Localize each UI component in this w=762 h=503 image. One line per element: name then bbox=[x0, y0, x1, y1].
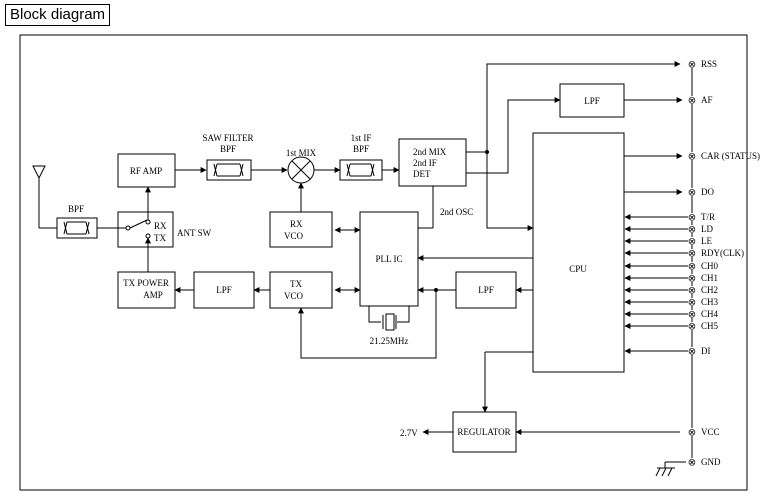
tx-power-amp-block bbox=[117, 271, 176, 309]
pin-label: CAR (STATUS) bbox=[701, 151, 760, 161]
pin-label: CH3 bbox=[701, 297, 719, 307]
pin-label: AF bbox=[701, 95, 713, 105]
mix2-if-label: 2nd IF bbox=[413, 158, 437, 168]
regulator-out-label: 2.7V bbox=[400, 428, 418, 438]
rx-vco-rx-label: RX bbox=[290, 219, 303, 229]
pin-label: LD bbox=[701, 224, 713, 234]
pin-terminal-icon: ⊗ bbox=[688, 322, 696, 333]
pin-terminal-icon: ⊗ bbox=[688, 262, 696, 273]
mix1-label: 1st MIX bbox=[286, 148, 317, 158]
pin-label: CH0 bbox=[701, 261, 719, 271]
pin-terminal-icon: ⊗ bbox=[688, 249, 696, 260]
antenna-icon bbox=[32, 165, 57, 229]
pin-ch2: ⊗ CH2 bbox=[688, 285, 718, 297]
pin-ld: ⊗ LD bbox=[688, 224, 714, 236]
ant-sw-label: ANT SW bbox=[177, 228, 212, 238]
pin-rdy-clk: ⊗ RDY(CLK) bbox=[688, 248, 744, 260]
cpu-block bbox=[532, 132, 625, 373]
pin-ch3: ⊗ CH3 bbox=[688, 297, 719, 309]
pin-terminal-icon: ⊗ bbox=[688, 286, 696, 297]
rx-vco-block bbox=[269, 211, 333, 248]
bpf-ant-filter bbox=[56, 217, 98, 239]
regulator-label: REGULATOR bbox=[457, 427, 510, 437]
ground-icon bbox=[655, 461, 686, 477]
tx-vco-vco-label: VCO bbox=[284, 291, 304, 301]
pin-label: RSS bbox=[701, 59, 717, 69]
pin-vcc: ⊗ VCC bbox=[688, 427, 720, 439]
if1-bpf-label: BPF bbox=[353, 144, 369, 154]
pin-gnd: ⊗ GND bbox=[688, 457, 721, 469]
pin-ch5: ⊗ CH5 bbox=[688, 321, 719, 333]
pin-ch4: ⊗ CH4 bbox=[688, 309, 719, 321]
lpf-pll-block bbox=[455, 271, 517, 309]
pin-label: CH2 bbox=[701, 285, 718, 295]
if1-label: 1st IF bbox=[351, 133, 372, 143]
lpf-af-block bbox=[559, 83, 625, 118]
pin-ch1: ⊗ CH1 bbox=[688, 273, 718, 285]
pin-terminal-icon: ⊗ bbox=[688, 152, 696, 163]
crystal-label: 21.25MHz bbox=[370, 336, 409, 346]
pin-le: ⊗ LE bbox=[688, 236, 713, 248]
tx-power-amp-amp-label: AMP bbox=[143, 290, 163, 300]
pin-di: ⊗ DI bbox=[688, 346, 711, 358]
rx-vco-vco-label: VCO bbox=[284, 231, 304, 241]
pin-label: DI bbox=[701, 346, 711, 356]
mix1-mixer-icon bbox=[287, 156, 315, 184]
saw-filter-label: SAW FILTER bbox=[202, 133, 253, 143]
pin-terminal-icon: ⊗ bbox=[688, 428, 696, 439]
osc2-label: 2nd OSC bbox=[440, 207, 473, 217]
pin-do: ⊗ DO bbox=[688, 187, 715, 199]
pin-label: CH1 bbox=[701, 273, 718, 283]
pin-terminal-icon: ⊗ bbox=[688, 96, 696, 107]
lpf-pll-label: LPF bbox=[478, 285, 494, 295]
pin-label: DO bbox=[701, 187, 714, 197]
diagram-title: Block diagram bbox=[5, 4, 111, 26]
mix2-det-label: DET bbox=[413, 169, 431, 179]
ant-sw-rx-label: RX bbox=[154, 221, 167, 231]
pin-label: RDY(CLK) bbox=[701, 248, 744, 258]
pin-terminal-icon: ⊗ bbox=[688, 274, 696, 285]
pin-list: ⊗ RSS ⊗ AF ⊗ CAR (STATUS) ⊗ DO ⊗ T/R ⊗ LD ⊗ LE ⊗ RDY(CL… bbox=[688, 59, 760, 469]
pin-terminal-icon: ⊗ bbox=[688, 60, 696, 71]
crystal-icon bbox=[368, 306, 410, 331]
pin-terminal-icon: ⊗ bbox=[688, 213, 696, 224]
tx-vco-block bbox=[269, 271, 333, 309]
cpu-label: CPU bbox=[569, 264, 587, 274]
lpf-tx-label: LPF bbox=[216, 285, 232, 295]
pin-car-status: ⊗ CAR (STATUS) bbox=[688, 151, 760, 163]
pin-rss: ⊗ RSS bbox=[688, 59, 717, 71]
pin-terminal-icon: ⊗ bbox=[688, 188, 696, 199]
pin-label: GND bbox=[701, 457, 721, 467]
ant-sw-tx-label: TX bbox=[154, 233, 166, 243]
regulator-block bbox=[452, 411, 517, 453]
pin-af: ⊗ AF bbox=[688, 95, 713, 107]
if1-bpf-block bbox=[339, 159, 383, 181]
pin-terminal-icon: ⊗ bbox=[688, 347, 696, 358]
pll-ic-label: PLL IC bbox=[376, 254, 403, 264]
pin-terminal-icon: ⊗ bbox=[688, 298, 696, 309]
bpf-ant-label: BPF bbox=[68, 204, 84, 214]
tx-power-amp-label: TX POWER bbox=[123, 278, 169, 288]
pin-label: CH4 bbox=[701, 309, 719, 319]
ant-sw-block: RX TX bbox=[117, 211, 174, 248]
mix2-label: 2nd MIX bbox=[413, 147, 447, 157]
saw-filter-block bbox=[206, 159, 252, 181]
rf-amp-label: RF AMP bbox=[130, 166, 162, 176]
module-outline bbox=[19, 34, 748, 491]
pin-terminal-icon: ⊗ bbox=[688, 458, 696, 469]
pin-ch0: ⊗ CH0 bbox=[688, 261, 719, 273]
pin-label: VCC bbox=[701, 427, 720, 437]
pin-terminal-icon: ⊗ bbox=[688, 225, 696, 236]
saw-filter-bpf-label: BPF bbox=[220, 144, 236, 154]
pin-label: T/R bbox=[701, 212, 715, 222]
lpf-af-label: LPF bbox=[584, 96, 600, 106]
pin-terminal-icon: ⊗ bbox=[688, 237, 696, 248]
pin-t-r: ⊗ T/R bbox=[688, 212, 715, 224]
pin-terminal-icon: ⊗ bbox=[688, 310, 696, 321]
tx-vco-tx-label: TX bbox=[290, 279, 302, 289]
pin-label: LE bbox=[701, 236, 712, 246]
pin-label: CH5 bbox=[701, 321, 719, 331]
